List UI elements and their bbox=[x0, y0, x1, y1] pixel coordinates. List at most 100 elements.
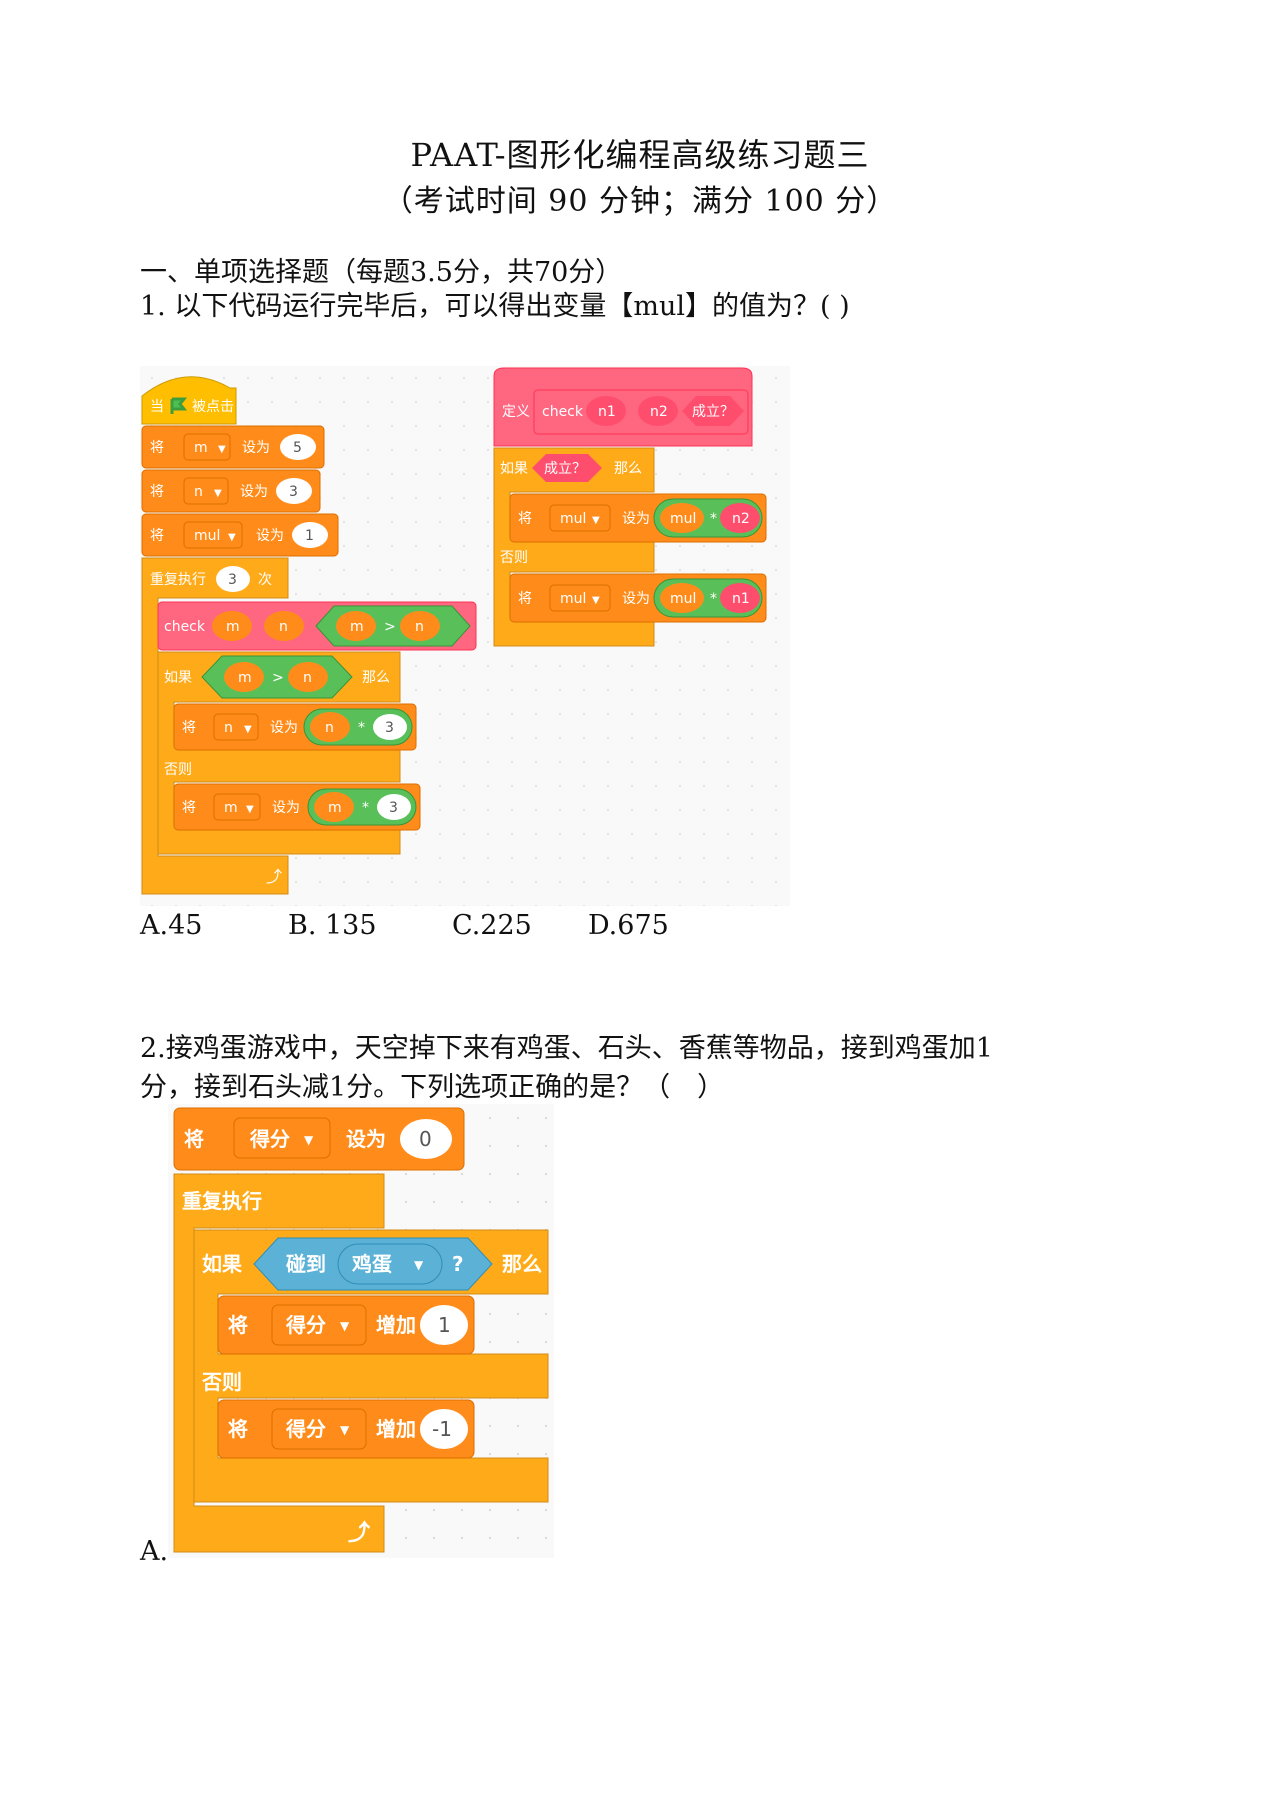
chevron-down-icon: ▼ bbox=[228, 532, 236, 543]
set-label: 将 bbox=[150, 528, 164, 544]
left-script: 当 被点击 将 m ▼ 设为 5 将 n ▼ 设为 3 将 mul ▼ 设为 1… bbox=[141, 376, 477, 895]
check-label: check bbox=[164, 619, 206, 635]
set-label: 将 bbox=[518, 511, 532, 527]
question-1-stem: 1. 以下代码运行完毕后，可以得出变量【mul】的值为？( ) bbox=[140, 291, 850, 322]
set-label: 将 bbox=[228, 1417, 248, 1441]
set-label: 将 bbox=[182, 800, 196, 816]
then-label: 那么 bbox=[614, 461, 642, 477]
param-n1: n1 bbox=[732, 591, 750, 607]
value-3: 3 bbox=[389, 800, 398, 816]
value-3: 3 bbox=[289, 484, 298, 500]
set-label: 将 bbox=[518, 591, 532, 607]
chevron-down-icon: ▼ bbox=[214, 488, 222, 499]
page-title: PAAT-图形化编程高级练习题三 bbox=[410, 136, 870, 174]
change-label: 增加 bbox=[376, 1417, 416, 1441]
set-to-label: 设为 bbox=[256, 528, 284, 544]
chevron-down-icon: ▼ bbox=[340, 1423, 350, 1437]
set-to-label: 设为 bbox=[346, 1127, 386, 1151]
var-mul-dropdown: mul bbox=[560, 591, 586, 607]
value-0: 0 bbox=[419, 1127, 432, 1151]
chevron-down-icon: ▼ bbox=[340, 1319, 350, 1333]
chevron-down-icon: ▼ bbox=[592, 595, 600, 606]
chevron-down-icon: ▼ bbox=[246, 804, 254, 815]
question-2-option-a-image: 将 得分 ▼ 设为 0 重复执行 ⤴ 如果 碰到 鸡蛋 ▼ ? 那么 将 得分 … bbox=[168, 1104, 554, 1558]
forever-label: 重复执行 bbox=[182, 1189, 262, 1213]
set-to-label: 设为 bbox=[622, 511, 650, 527]
reporter-m: m bbox=[226, 619, 240, 635]
set-to-label: 设为 bbox=[622, 591, 650, 607]
set-to-label: 设为 bbox=[242, 440, 270, 456]
reporter-mul: mul bbox=[670, 511, 696, 527]
else-label: 否则 bbox=[500, 550, 528, 566]
value-5: 5 bbox=[293, 440, 302, 456]
chevron-down-icon: ▼ bbox=[244, 724, 252, 735]
check-label: check bbox=[542, 404, 584, 420]
param-cond: 成立？ bbox=[692, 404, 734, 420]
value-3: 3 bbox=[385, 720, 394, 736]
param-n1: n1 bbox=[598, 404, 616, 420]
param-n2: n2 bbox=[732, 511, 750, 527]
param-n2: n2 bbox=[650, 404, 668, 420]
page-subtitle: （考试时间 90 分钟；满分 100 分） bbox=[382, 184, 898, 219]
option-d: D.675 bbox=[588, 910, 669, 941]
question-2-stem-line-1: 2.接鸡蛋游戏中，天空掉下来有鸡蛋、石头、香蕉等物品，接到鸡蛋加1 bbox=[140, 1033, 993, 1064]
repeat-label: 重复执行 bbox=[150, 571, 206, 588]
times-operator: * bbox=[362, 800, 369, 816]
green-flag-icon bbox=[170, 397, 188, 414]
question-2-option-a-label: A. bbox=[140, 1536, 169, 1567]
score-dropdown: 得分 bbox=[285, 1313, 326, 1337]
reporter-n: n bbox=[303, 670, 312, 686]
reporter-m: m bbox=[350, 619, 364, 635]
set-label: 将 bbox=[150, 484, 164, 500]
question-mark: ? bbox=[452, 1252, 464, 1276]
set-label: 将 bbox=[182, 720, 196, 736]
loop-arrow-icon: ⤴ bbox=[266, 867, 282, 886]
change-label: 增加 bbox=[376, 1313, 416, 1337]
set-to-label: 设为 bbox=[240, 484, 268, 500]
define-label: 定义 bbox=[502, 404, 530, 420]
chevron-down-icon: ▼ bbox=[592, 515, 600, 526]
option-b: B. 135 bbox=[288, 910, 377, 941]
loop-arrow-icon: ⤴ bbox=[348, 1520, 371, 1546]
var-mul-dropdown: mul bbox=[194, 528, 220, 544]
hat-when-label: 当 bbox=[150, 399, 164, 415]
touching-label: 碰到 bbox=[286, 1252, 326, 1276]
else-label: 否则 bbox=[201, 1370, 242, 1394]
param-cond: 成立？ bbox=[544, 461, 586, 477]
reporter-m: m bbox=[238, 670, 252, 686]
chevron-down-icon: ▼ bbox=[218, 444, 226, 455]
reporter-mul: mul bbox=[670, 591, 696, 607]
reporter-n: n bbox=[415, 619, 424, 635]
times-operator: * bbox=[358, 720, 365, 736]
value-1: 1 bbox=[305, 528, 314, 544]
question-1-code-image: 当 被点击 将 m ▼ 设为 5 将 n ▼ 设为 3 将 mul ▼ 设为 1… bbox=[140, 366, 790, 906]
repeat-times-label: 次 bbox=[258, 572, 272, 588]
else-label: 否则 bbox=[164, 762, 192, 778]
score-dropdown: 得分 bbox=[285, 1417, 326, 1441]
chevron-down-icon: ▼ bbox=[304, 1133, 314, 1147]
option-c: C.225 bbox=[452, 910, 532, 941]
chevron-down-icon: ▼ bbox=[414, 1258, 424, 1272]
then-label: 那么 bbox=[362, 670, 390, 686]
times-operator: * bbox=[710, 591, 717, 607]
set-to-label: 设为 bbox=[270, 720, 298, 736]
value-1: 1 bbox=[438, 1313, 451, 1337]
set-label: 将 bbox=[228, 1313, 248, 1337]
score-dropdown: 得分 bbox=[249, 1127, 290, 1151]
var-mul-dropdown: mul bbox=[560, 511, 586, 527]
set-label: 将 bbox=[150, 440, 164, 456]
gt-operator: > bbox=[384, 619, 396, 635]
gt-operator: > bbox=[272, 670, 284, 686]
value-minus-1: -1 bbox=[432, 1417, 452, 1441]
times-operator: * bbox=[710, 511, 717, 527]
if-label: 如果 bbox=[164, 670, 192, 686]
egg-dropdown: 鸡蛋 bbox=[351, 1252, 392, 1276]
repeat-count: 3 bbox=[228, 572, 237, 588]
var-m-dropdown: m bbox=[194, 440, 208, 456]
option-a: A.45 bbox=[140, 910, 203, 941]
set-label: 将 bbox=[184, 1127, 204, 1151]
section-heading: 一、单项选择题（每题3.5分，共70分） bbox=[140, 257, 623, 288]
set-to-label: 设为 bbox=[272, 800, 300, 816]
reporter-n: n bbox=[325, 720, 334, 736]
var-n-dropdown: n bbox=[224, 720, 233, 736]
